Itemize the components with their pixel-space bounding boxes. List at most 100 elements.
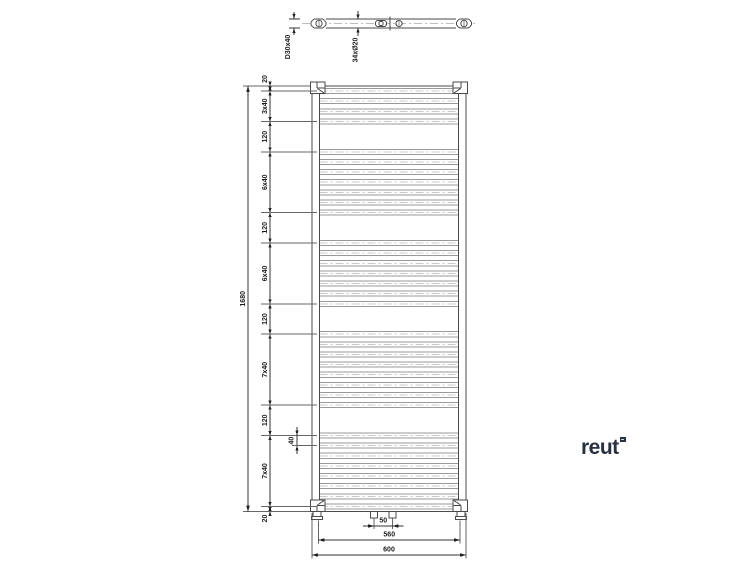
dim-arrow [268,299,272,304]
dim-arrow [268,147,272,152]
tube [319,209,459,216]
plan-tube-count-label: 34xØ20 [353,37,360,62]
dim-arrow [454,538,460,542]
tube [319,290,459,297]
tube [319,503,459,510]
dim-arrow [268,121,272,126]
tube [319,270,459,277]
tube [319,250,459,257]
dimension-label: 7x40 [262,463,269,479]
tube [319,300,459,307]
bottom-left-cap [310,499,326,512]
dim-arrow [268,86,272,92]
dimension-label: 1680 [240,291,247,307]
dimension-label: 50 [379,518,387,525]
dim-arrow [268,334,272,339]
dim-arrow [268,501,272,507]
tube [319,341,459,348]
tube [319,88,459,95]
tube [319,169,459,176]
tube [319,391,459,399]
dimension-annotations: 203x401206x401206x401207x401207x40201680… [240,75,467,559]
brand-logo-mark-icon [619,437,626,442]
top-left-cap [310,81,326,94]
dim-arrow [268,91,272,96]
dim-arrow [268,212,272,218]
plan-view: D30x40 34xØ20 [285,11,478,62]
dim-arrow [460,553,466,557]
tube [319,189,459,196]
tube [319,158,459,166]
dim-arrow [246,86,250,92]
tube [319,402,459,409]
dimension-label: 560 [383,532,395,539]
dim-arrow [268,435,272,441]
plan-middle-fitting-hole [378,20,384,27]
tube [319,108,459,115]
tube [319,351,459,358]
tube [319,331,459,338]
brand-logo-text: reut [581,436,619,459]
bottom-right-cap [452,499,468,512]
dimension-label: 40 [289,437,296,445]
dim-arrow [295,445,299,451]
tube [319,462,459,469]
dim-arrow [268,116,272,122]
dimension-label: 6x40 [262,266,269,282]
dim-arrow [392,524,399,528]
dim-arrow [268,329,272,335]
dimension-label: 7x40 [262,362,269,378]
tube [319,483,459,490]
dim-arrow [268,243,272,248]
tube [319,118,459,125]
dimension-label: 120 [262,222,269,234]
tube [319,199,459,206]
dimension-label: 120 [262,414,269,426]
dim-arrow [292,28,296,33]
tube [319,381,459,388]
dimension-label: 20 [262,75,269,83]
tube [319,442,459,449]
right-foot [455,511,467,520]
dimension-label: 20 [262,515,269,523]
dim-arrow [268,507,272,512]
dim-arrow [268,511,272,516]
tube [319,98,459,105]
dim-arrow [268,303,272,309]
dim-arrow [356,27,360,33]
brand-logo: reut [581,436,626,460]
dim-arrow [268,81,272,86]
dim-arrow [268,151,272,157]
dim-arrow [356,14,360,20]
dim-arrow [295,430,299,436]
tube [319,361,459,368]
dim-arrow [292,14,296,19]
tube [319,179,459,186]
dim-arrow [368,524,374,528]
dim-arrow [268,208,272,213]
tube [319,452,459,459]
dim-arrow [268,405,272,410]
tube [319,493,459,500]
left-foot [311,511,323,520]
tube [319,371,459,378]
front-view-outline [310,81,468,520]
tube [319,260,459,267]
dim-arrow [268,238,272,244]
tube [319,432,459,439]
dim-arrow [318,538,325,542]
dim-arrow [268,400,272,406]
dim-arrow [312,553,318,557]
dimension-label: 3x40 [262,98,269,114]
dimension-label: 600 [383,547,395,554]
dim-arrow [246,505,250,512]
tube [319,239,459,247]
dim-arrow [268,431,272,436]
dimension-label: 120 [262,313,269,325]
pipe-connection-right [388,511,397,519]
tube-rows [319,88,459,510]
pipe-connection-left [370,511,378,519]
dimension-label: 6x40 [262,174,269,190]
